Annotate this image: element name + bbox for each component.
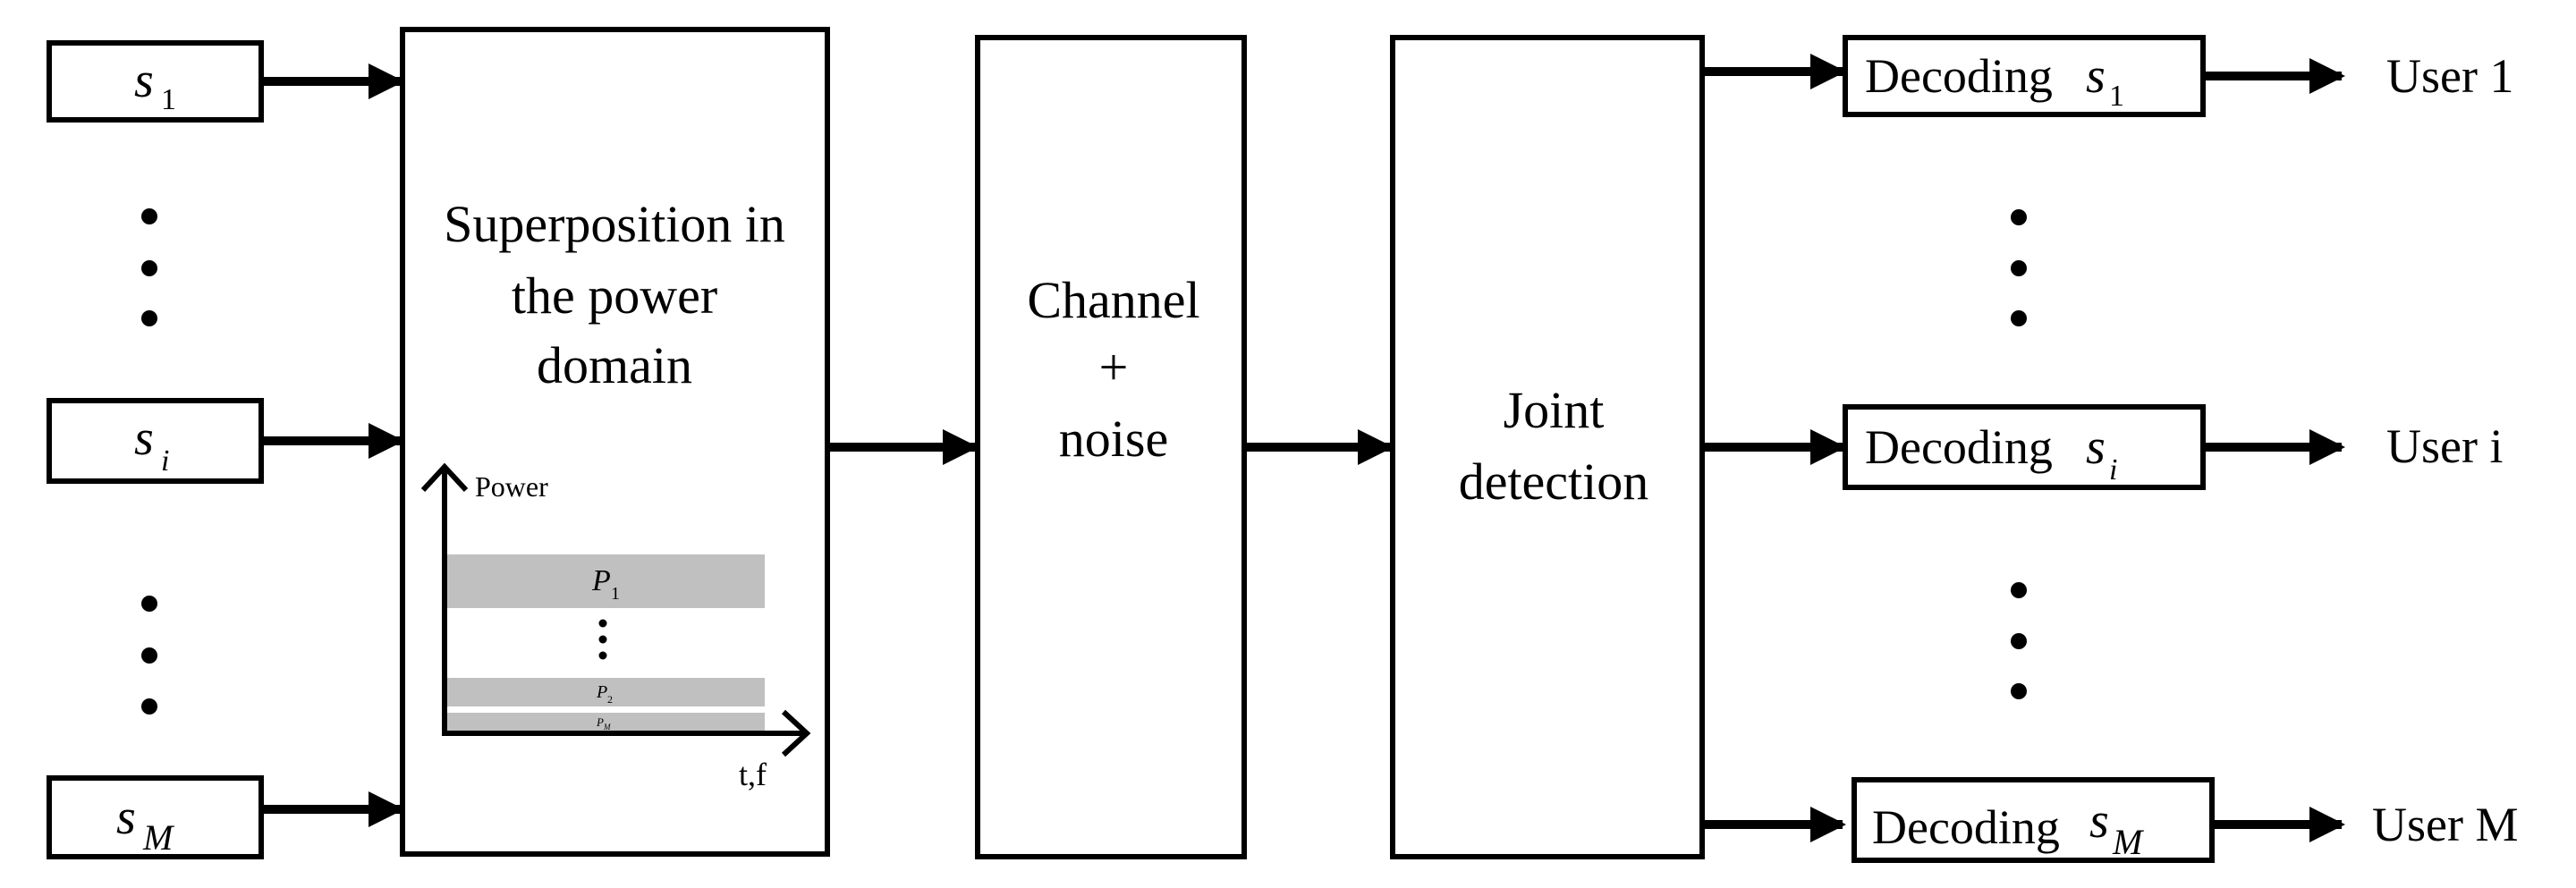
superposition-block: Superposition in the power domain P 1 P …: [400, 27, 830, 857]
power-level-p2-symbol: P: [596, 682, 607, 702]
decoder-1: Decoding s 1: [1843, 35, 2206, 117]
power-axis-y-label: Power: [475, 470, 548, 503]
channel-block: Channel + noise: [975, 35, 1247, 859]
ellipsis-inputs-upper: [141, 208, 157, 326]
power-level-pm-subscript: M: [603, 723, 611, 732]
input-s1: s 1: [47, 40, 264, 123]
ellipsis-power-levels: [598, 619, 607, 660]
power-level-p1-subscript: 1: [611, 584, 620, 604]
decoder-i-symbol: s: [2086, 419, 2106, 475]
joint-detection-block: Joint detection: [1390, 35, 1705, 859]
decoder-1-subscript: 1: [2109, 80, 2124, 113]
power-level-p2: [447, 678, 765, 706]
decoder-m: Decoding s M: [1852, 777, 2215, 863]
power-axis-y-arrowhead: [420, 462, 469, 493]
channel-line-1: Channel: [1027, 271, 1199, 329]
input-sm-symbol: s: [116, 790, 136, 845]
input-s1-symbol: s: [134, 53, 154, 108]
superposition-line-2: the power: [512, 266, 717, 325]
ellipsis-decoders-upper: [2011, 209, 2027, 326]
input-si: s i: [47, 398, 264, 484]
power-axis-x-label: t,f: [739, 757, 767, 792]
channel-line-2: +: [1099, 338, 1129, 396]
input-sm-subscript: M: [142, 817, 175, 858]
decoder-m-label: Decoding: [1872, 800, 2060, 854]
superposition-line-1: Superposition in: [444, 195, 785, 253]
power-level-p2-subscript: 2: [607, 693, 613, 706]
channel-line-3: noise: [1059, 410, 1168, 468]
decoder-i-label: Decoding: [1865, 420, 2053, 474]
decoder-m-symbol: s: [2089, 793, 2109, 849]
decoder-i: Decoding s i: [1843, 404, 2206, 490]
input-si-symbol: s: [134, 410, 154, 466]
superposition-line-3: domain: [537, 336, 692, 394]
decoder-1-symbol: s: [2086, 48, 2106, 104]
detection-line-2: detection: [1459, 452, 1649, 511]
input-sm: s M: [47, 775, 264, 859]
input-s1-subscript: 1: [161, 83, 176, 116]
power-axis-x-arrowhead: [781, 709, 811, 757]
decoder-i-subscript: i: [2109, 453, 2117, 486]
power-level-pm-symbol: P: [596, 715, 604, 729]
decoder-m-subscript: M: [2112, 822, 2145, 862]
user-m-label: User M: [2372, 798, 2518, 851]
input-si-subscript: i: [161, 444, 169, 478]
detection-line-1: Joint: [1504, 381, 1605, 439]
ellipsis-inputs-lower: [141, 596, 157, 715]
decoder-1-label: Decoding: [1865, 49, 2053, 103]
power-level-p1-symbol: P: [591, 564, 611, 597]
power-level-pm: [447, 713, 765, 731]
user-1-label: User 1: [2386, 49, 2513, 103]
ellipsis-decoders-lower: [2011, 582, 2027, 699]
user-i-label: User i: [2386, 419, 2503, 473]
power-level-p1: [447, 554, 765, 608]
